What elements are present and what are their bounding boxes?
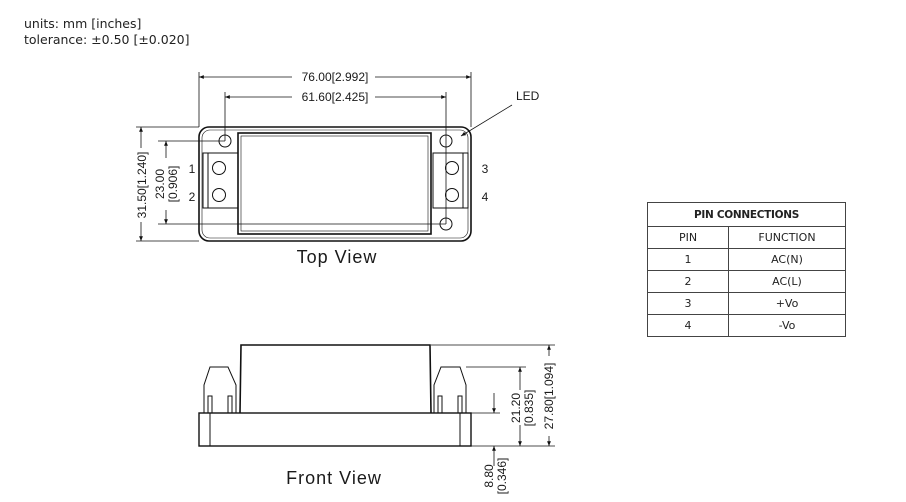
led-label: LED: [516, 89, 540, 103]
length-dimension: 76.00[2.992]: [302, 70, 369, 84]
pin-label-1: 1: [189, 162, 196, 176]
header-function: FUNCTION: [728, 226, 846, 249]
pin-cell: 4: [647, 314, 729, 337]
total-height-dimension: 27.80[1.094]: [542, 363, 556, 430]
right-terminal-block: [432, 152, 469, 209]
connector-height-mm: 21.20: [509, 393, 523, 423]
front-view-title: Front View: [286, 468, 382, 488]
table-row: 4-Vo: [647, 314, 846, 337]
units-note: units: mm [inches] tolerance: ±0.50 [±0.…: [24, 16, 189, 48]
function-cell: AC(N): [728, 248, 846, 271]
left-terminal-block: [202, 152, 239, 209]
function-cell: +Vo: [728, 292, 846, 315]
table-row: 3+Vo: [647, 292, 846, 315]
units-text: units: mm [inches]: [24, 16, 142, 31]
pin-label-2: 2: [189, 190, 196, 204]
header-pin: PIN: [647, 226, 729, 249]
tolerance-text: tolerance: ±0.50 [±0.020]: [24, 32, 190, 47]
top-view-title: Top View: [297, 247, 378, 267]
pin-cell: 2: [647, 270, 729, 293]
function-cell: AC(L): [728, 270, 846, 293]
width-dimension: 31.50[1.240]: [135, 152, 149, 219]
pin-label-4: 4: [482, 190, 489, 204]
hole-spacing-dimension: 61.60[2.425]: [302, 90, 369, 104]
pin-cell: 3: [647, 292, 729, 315]
pin-label-3: 3: [482, 162, 489, 176]
connector-height-in: [0.835]: [522, 390, 536, 427]
function-cell: -Vo: [728, 314, 846, 337]
pin-cell: 1: [647, 248, 729, 271]
hole-vertical-in: [0.906]: [166, 166, 180, 203]
table-title: PIN CONNECTIONS: [647, 202, 846, 227]
hole-vertical-mm: 23.00: [153, 169, 167, 199]
front-view-outline: [198, 344, 472, 447]
base-height-in: [0.346]: [495, 458, 509, 495]
base-height-mm: 8.80: [482, 464, 496, 488]
